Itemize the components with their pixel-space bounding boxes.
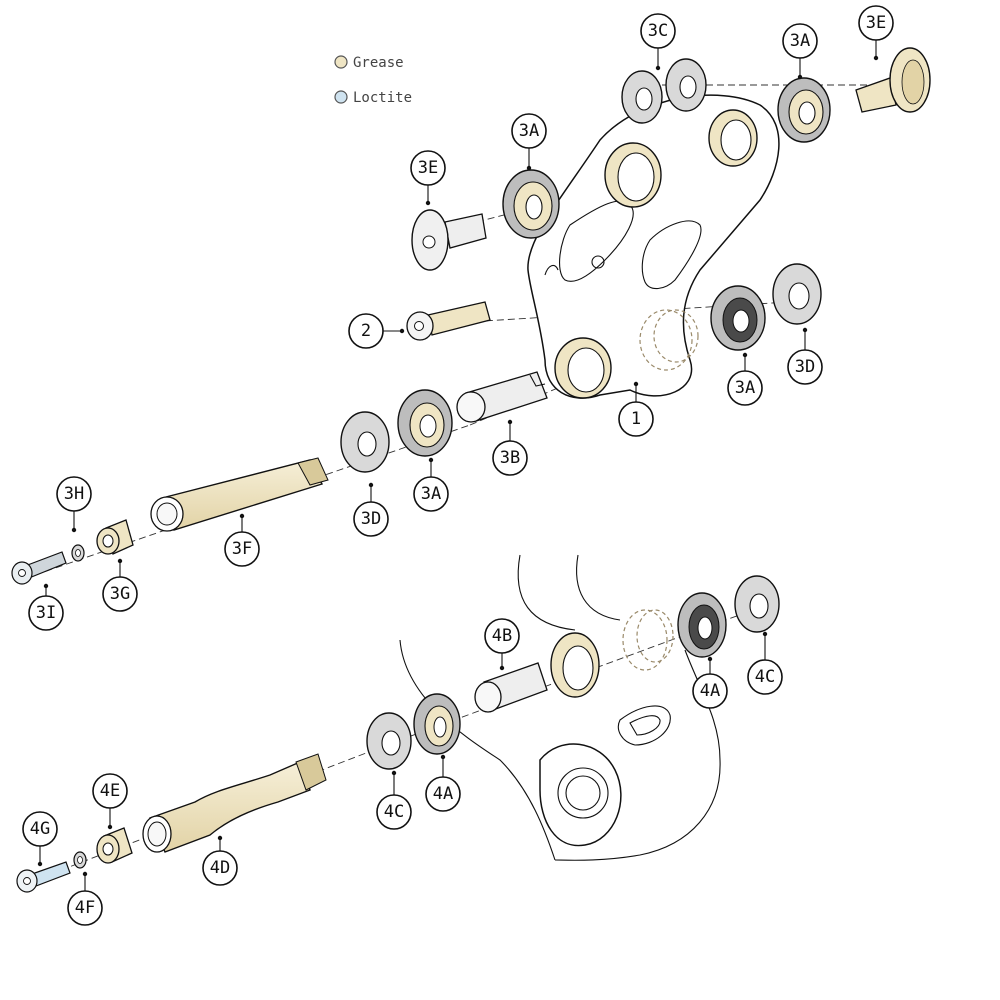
- callout-4E: 4E: [92, 773, 128, 830]
- legend: Grease Loctite: [334, 55, 412, 106]
- washer-4C-left: [366, 712, 412, 770]
- callout-1-label: 1: [631, 409, 641, 429]
- callout-3A-top-label: 3A: [790, 31, 810, 51]
- callout-4B-label: 4B: [492, 626, 512, 646]
- callout-3G: 3G: [102, 558, 138, 612]
- callout-4C-left-label: 4C: [384, 802, 404, 822]
- assembly-axes: [29, 84, 900, 883]
- callout-4F: 4F: [67, 871, 103, 926]
- screw-4G: [16, 861, 71, 893]
- callout-3G-label: 3G: [110, 584, 130, 604]
- loctite-swatch-icon: [334, 90, 348, 104]
- callout-3D-right: 3D: [787, 327, 823, 385]
- axle-3F: [150, 457, 329, 532]
- callout-3F-label: 3F: [232, 539, 252, 559]
- callout-3I: 3I: [28, 583, 64, 631]
- legend-grease: Grease: [334, 55, 404, 71]
- bearing-3A-top: [777, 77, 831, 143]
- callouts: 3C 3A 3E 3A 3E 2 3A: [22, 5, 894, 926]
- frame-lower-section: [399, 554, 721, 861]
- callout-4B: 4B: [484, 618, 520, 671]
- callout-4C-right-label: 4C: [755, 667, 775, 687]
- callout-3D-mid-label: 3D: [361, 509, 381, 529]
- washer-3C-outer: [621, 70, 663, 124]
- callout-4D: 4D: [202, 835, 238, 886]
- callout-3B: 3B: [492, 419, 528, 476]
- callout-3A-upper-label: 3A: [519, 121, 539, 141]
- callout-3H-label: 3H: [64, 484, 84, 504]
- callout-3E-top-label: 3E: [866, 13, 886, 33]
- legend-grease-label: Grease: [353, 55, 404, 71]
- callout-4G: 4G: [22, 811, 58, 867]
- washer-4C-right: [734, 575, 780, 633]
- callout-3A-top: 3A: [782, 23, 818, 80]
- callout-4F-label: 4F: [75, 898, 95, 918]
- grease-swatch-icon: [334, 55, 348, 69]
- callout-3D-mid: 3D: [353, 482, 389, 537]
- callout-3B-label: 3B: [500, 448, 520, 468]
- callout-4C-left: 4C: [376, 770, 412, 830]
- callout-4G-label: 4G: [30, 819, 50, 839]
- callout-2: 2: [348, 313, 405, 349]
- callout-3A-mid: 3A: [413, 457, 449, 512]
- callout-1: 1: [618, 381, 654, 437]
- callout-3F: 3F: [224, 513, 260, 567]
- callout-3E-left-label: 3E: [418, 158, 438, 178]
- legend-loctite-label: Loctite: [353, 90, 412, 106]
- callout-4C-right: 4C: [747, 631, 783, 695]
- cone-4E: [96, 827, 133, 864]
- callout-3E-top: 3E: [858, 5, 894, 61]
- bearing-3A-mid: [397, 389, 453, 457]
- callout-3D-right-label: 3D: [795, 357, 815, 377]
- callout-3H: 3H: [56, 476, 92, 533]
- washer-3H: [71, 544, 85, 562]
- callout-3A-right: 3A: [727, 352, 763, 406]
- callout-3E-left: 3E: [410, 150, 446, 206]
- washer-3D-right: [772, 263, 822, 325]
- bearing-4A-left: [413, 693, 461, 755]
- sleeve-4B: [474, 662, 548, 713]
- sleeve-3B: [456, 371, 548, 423]
- callout-4A-left-label: 4A: [433, 784, 453, 804]
- callout-3C-label: 3C: [648, 21, 668, 41]
- cone-3G: [96, 519, 134, 555]
- callout-4D-label: 4D: [210, 858, 230, 878]
- bearing-3A-upper: [502, 169, 560, 239]
- bolt-3E-top: [855, 47, 931, 113]
- callout-4A-right-label: 4A: [700, 681, 720, 701]
- callout-3A-right-label: 3A: [735, 378, 755, 398]
- axle-4D: [142, 753, 327, 853]
- callout-3I-label: 3I: [36, 603, 56, 623]
- callout-3A-upper: 3A: [511, 113, 547, 171]
- callout-3A-mid-label: 3A: [421, 484, 441, 504]
- callout-4A-right: 4A: [692, 656, 728, 709]
- washer-4F: [73, 851, 87, 869]
- washer-3C-inner: [665, 58, 707, 112]
- callout-4E-label: 4E: [100, 781, 120, 801]
- bolt-2: [406, 301, 491, 341]
- legend-loctite: Loctite: [334, 90, 412, 106]
- callout-2-label: 2: [361, 321, 371, 341]
- rocker-link-frame: [527, 94, 780, 399]
- screw-3I: [11, 551, 67, 585]
- callout-4A-left: 4A: [425, 754, 461, 812]
- callout-3C: 3C: [640, 13, 676, 71]
- washer-3D-mid: [340, 411, 390, 473]
- bearing-3A-right: [710, 285, 766, 351]
- bearing-4A-right: [677, 592, 727, 658]
- bolt-3E-left: [411, 209, 487, 271]
